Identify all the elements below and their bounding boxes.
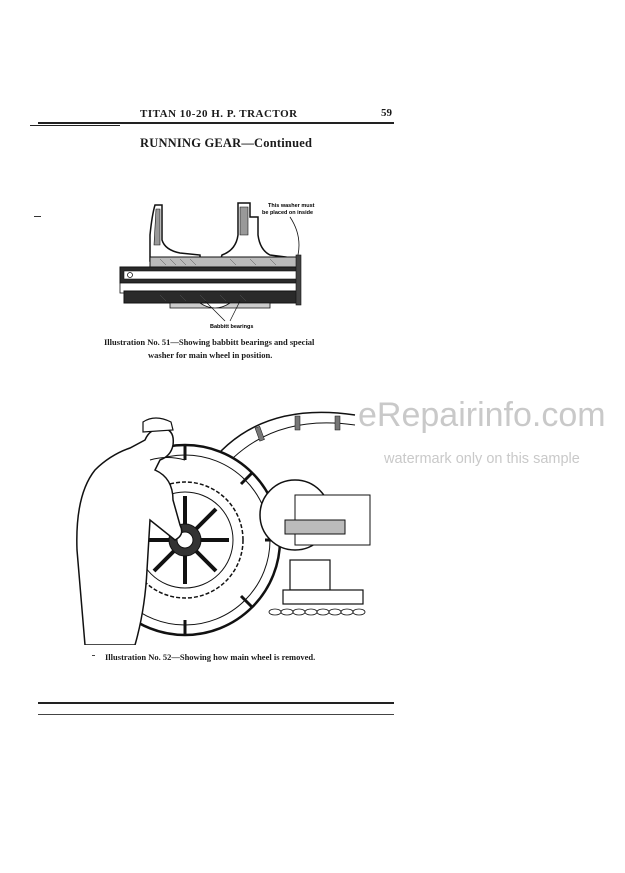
watermark-sub: watermark only on this sample <box>384 451 580 467</box>
margin-mark <box>34 216 41 217</box>
babbitt-bearings-label: Babbitt bearings <box>210 324 253 330</box>
washer-annotation-line1: This washer must <box>268 203 315 209</box>
bearing-cross-section-illustration: This washer must be placed on inside Bab… <box>119 202 315 330</box>
footer-rule <box>38 702 394 704</box>
page-number: 59 <box>381 107 392 119</box>
caption-mark <box>92 655 95 656</box>
footer-rule-thin <box>38 714 394 715</box>
header-rule-accent <box>30 125 120 126</box>
washer-annotation-line2: be placed on inside <box>262 210 313 216</box>
main-wheel-removal-illustration <box>76 411 371 645</box>
running-header: TITAN 10-20 H. P. TRACTOR <box>140 108 298 120</box>
header-rule <box>38 122 394 124</box>
illustration-51-caption-line2: washer for main wheel in position. <box>148 350 273 360</box>
illustration-51-caption-line1: Illustration No. 51—Showing babbitt bear… <box>104 337 315 347</box>
watermark-main: eRepairinfo.com <box>358 396 606 434</box>
illustration-52-caption: Illustration No. 52—Showing how main whe… <box>105 652 316 662</box>
section-title: RUNNING GEAR—Continued <box>140 136 313 150</box>
